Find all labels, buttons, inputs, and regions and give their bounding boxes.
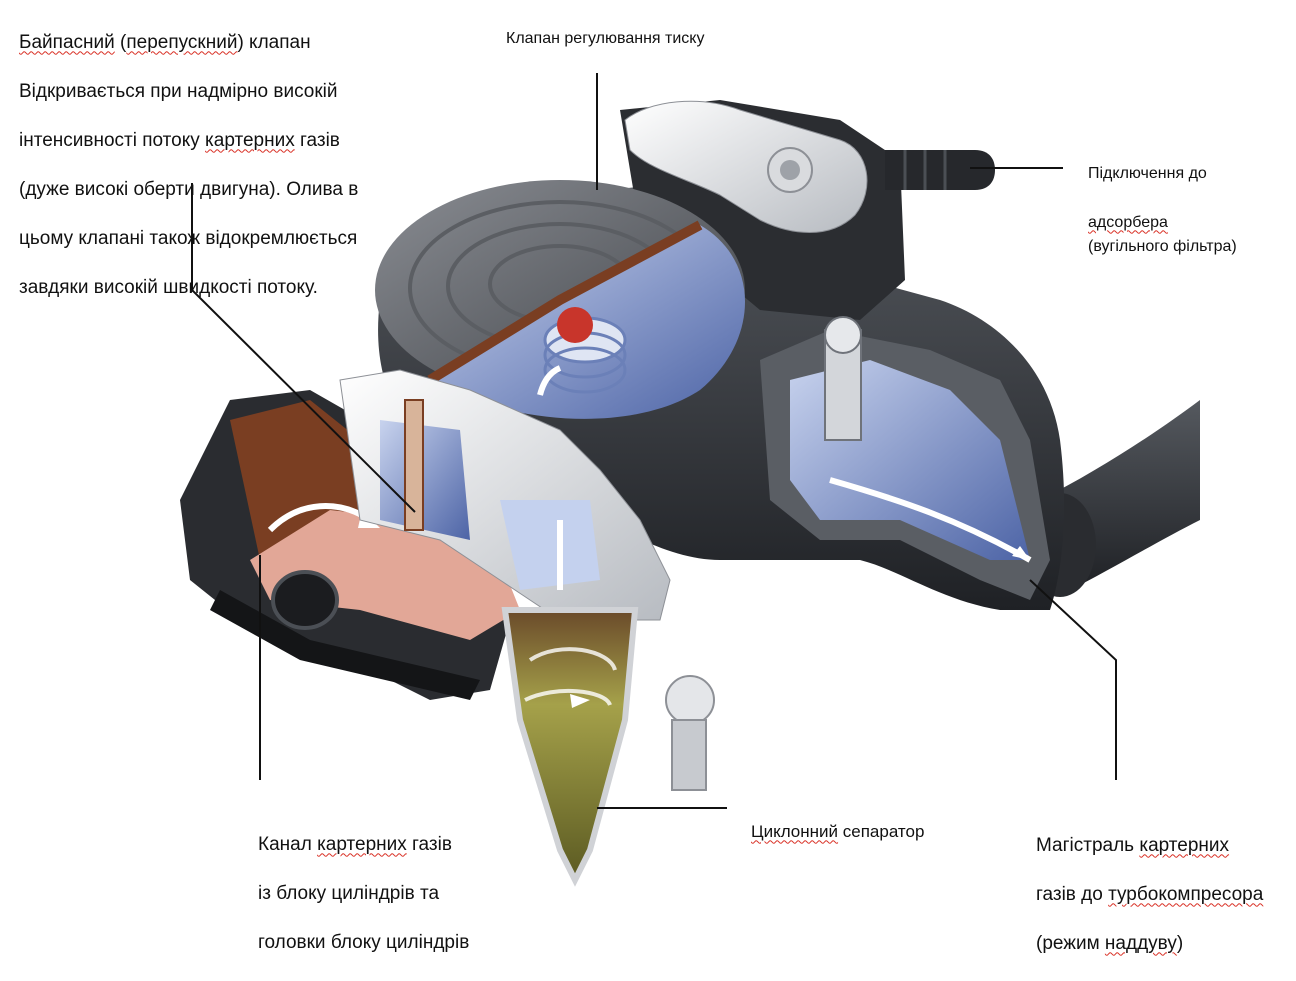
cyclone-cone <box>501 607 639 887</box>
adsorber-nozzle <box>885 150 995 190</box>
label-turbo-line: Магістраль картерних газів до турбокомпр… <box>1036 834 1264 954</box>
valve-red-part <box>557 307 593 343</box>
separator-illustration <box>180 73 1200 887</box>
label-bypass-valve: Байпасний (перепускний) клапан Відкриває… <box>19 31 359 298</box>
mounting-hole <box>271 570 339 630</box>
leader-turbo <box>1029 579 1117 780</box>
leader-bypass <box>191 183 416 513</box>
bypass-valve-pin <box>404 399 424 531</box>
white-lever <box>624 100 868 233</box>
label-crankcase-channel: Канал картерних газів із блоку циліндрів… <box>258 833 470 953</box>
label-adsorber: Підключення до адсорбера (вугільного філ… <box>1088 164 1237 256</box>
bolt-head <box>665 675 715 725</box>
label-cyclone: Циклонний сепаратор <box>751 821 925 841</box>
bypass-title: Байпасний (перепускний) клапан <box>19 31 311 53</box>
label-pressure-valve: Клапан регулювання тиску <box>506 30 705 47</box>
